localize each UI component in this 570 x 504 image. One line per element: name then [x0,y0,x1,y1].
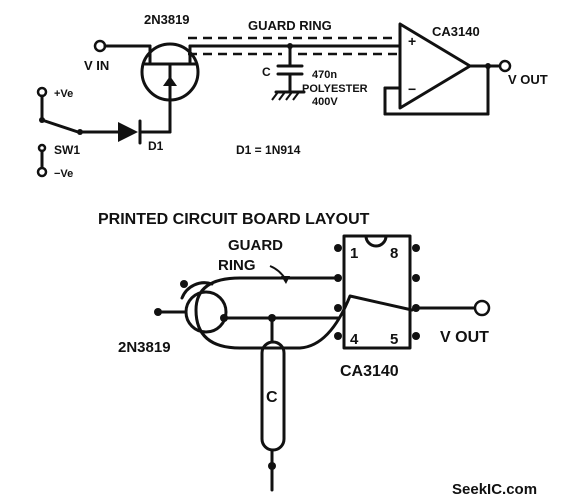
neg-supply-label: −Ve [54,168,73,180]
guard-ring-trace [188,36,398,56]
watermark: SeekIC.com [452,481,537,498]
schematic: V IN 2N3819 GUARD RING [36,12,548,180]
ic-pin5-label: 5 [390,331,398,348]
vout-terminal [498,59,512,73]
opamp-label: CA3140 [432,24,480,39]
pcb-guard-label-line2: RING [218,257,256,274]
neg-supply-terminal [36,166,48,178]
pcb-jfet-outline [184,290,228,334]
pcb-guard-ring [194,276,414,350]
ic-label: CA3140 [340,363,399,380]
diode-symbol [78,98,172,145]
pcb-guard-label-line1: GUARD [228,237,283,254]
ic-pin-pads [334,244,420,340]
pcb-layout: PRINTED CIRCUIT BOARD LAYOUT GUARD RING … [98,211,491,492]
switch-blade [40,118,80,134]
pcb-vout-label: V OUT [440,329,489,346]
capacitor [276,44,304,94]
jfet-pad-upper [180,280,188,288]
cap-value: 470n [312,69,337,81]
pcb-title: PRINTED CIRCUIT BOARD LAYOUT [98,211,370,228]
diode-note: D1 = 1N914 [236,143,301,157]
opamp-symbol [383,22,502,116]
vout-label: V OUT [508,72,548,87]
jfet-symbol [140,42,200,102]
ic-pin8-label: 8 [390,245,398,262]
pcb-cap-label: C [266,389,278,406]
pcb-vout-terminal [473,299,491,317]
pcb-jfet-label: 2N3819 [118,339,171,356]
noninverting-sign: + [408,33,416,49]
cap-label: C [262,65,271,79]
ground-symbol [271,90,306,101]
guard-ring-label: GUARD RING [248,18,332,33]
pos-supply-label: +Ve [54,88,73,100]
cap-voltage: 400V [312,96,338,108]
pcb-jfet-lead-upper [180,281,214,300]
ic-pin1-label: 1 [350,245,358,262]
ic-pin4-label: 4 [350,331,359,348]
diode-label: D1 [148,139,164,153]
inverting-sign: − [408,81,416,97]
ic-package [342,234,412,350]
vin-label: V IN [84,58,109,73]
switch-label: SW1 [54,143,80,157]
cap-pad-bottom [268,462,276,470]
cap-type: POLYESTER [302,83,368,95]
feedback-junction [485,63,491,69]
jfet-label: 2N3819 [144,12,190,27]
